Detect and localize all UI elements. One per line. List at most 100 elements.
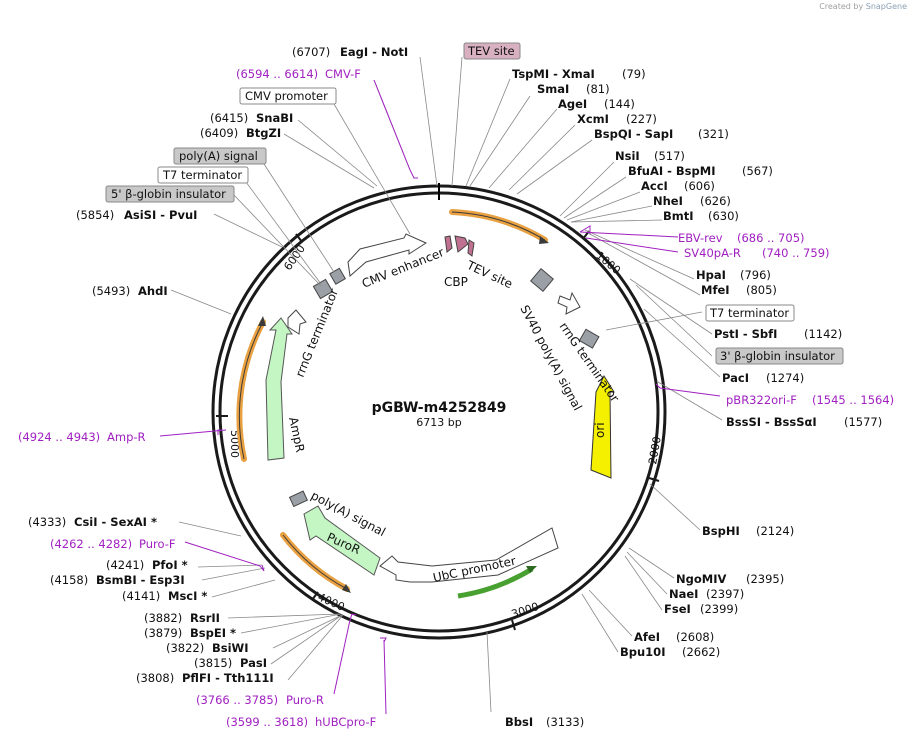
pflfi-label: PflFI - Tth111I	[182, 671, 274, 685]
globin-5-box	[312, 278, 334, 300]
ori-arrow	[590, 374, 615, 479]
bsiwi-num: (3822)	[166, 641, 204, 655]
agei-label: AgeI	[558, 97, 587, 111]
bsssi-label: BssSI - BssSαI	[726, 415, 817, 429]
polya-box-top	[329, 267, 347, 285]
label-ori: ori	[593, 422, 607, 438]
polya-box-bottom	[288, 490, 309, 508]
polya-signal-box	[173, 147, 267, 165]
rsrii-num: (3882)	[144, 611, 182, 625]
bbsi-num: (3133)	[546, 715, 584, 729]
hpai-num: (796)	[740, 268, 771, 282]
nsii-num: (517)	[654, 149, 685, 163]
orf-arc-top	[449, 209, 548, 243]
cmv-f-label: CMV-F	[325, 67, 361, 81]
paci-label: PacI	[722, 371, 749, 385]
orf-arrowheads	[258, 236, 549, 593]
xcmi-num: (227)	[626, 112, 657, 126]
bbsi-label: BbsI	[505, 715, 533, 729]
puror-arrow	[303, 505, 381, 576]
polya-signal-label: poly(A) signal	[179, 149, 258, 163]
cmv-enhancer-arrow	[347, 233, 428, 277]
tspmi-label: TspMI - XmaI	[512, 67, 595, 81]
ahdi-num: (5493)	[92, 284, 130, 298]
globin-3-box	[578, 328, 600, 349]
t7-terminator-left-box	[157, 166, 249, 184]
smai-num: (81)	[586, 82, 610, 96]
bmti-num: (630)	[708, 209, 739, 223]
sv40pa-r-label: SV40pA-R	[684, 246, 741, 260]
rsrii-label: RsrII	[190, 611, 220, 625]
acci-num: (606)	[684, 179, 715, 193]
csii-num: (4333)	[28, 515, 66, 529]
smai-label: SmaI	[537, 82, 569, 96]
asisi-pvui-label: AsiSI - PvuI	[124, 208, 197, 222]
naei-num: (2397)	[706, 587, 744, 601]
mfei-num: (805)	[746, 283, 777, 297]
label-ampr: AmpR	[286, 416, 307, 454]
globin-5-box-label	[105, 185, 235, 203]
tev-site-label: TEV site	[467, 44, 515, 58]
puro-r-label: Puro-R	[286, 693, 324, 707]
tev-feature-1	[454, 235, 469, 253]
bspei-label: BspEI *	[190, 626, 236, 640]
leader-lines	[170, 56, 723, 713]
bsiwi-label: BsiWI	[212, 641, 249, 655]
snabi-num: (6415)	[210, 111, 248, 125]
amp-r-num: (4924 .. 4943)	[18, 430, 100, 444]
psti-num: (1142)	[804, 327, 842, 341]
xcmi-label: XcmI	[577, 112, 609, 126]
puro-f-label: Puro-F	[139, 537, 176, 551]
nhei-label: NheI	[653, 194, 683, 208]
puro-r-num: (3766 .. 3785)	[196, 693, 278, 707]
nsii-label: NsiI	[615, 149, 640, 163]
ebv-rev-num: (686 .. 705)	[737, 231, 805, 245]
plasmid-name: pGBW-m4252849	[372, 400, 507, 416]
rrng-terminator-arrow	[557, 291, 581, 315]
pbr322ori-f-num: (1545 .. 1564)	[812, 393, 894, 407]
ubc-arc-head	[526, 566, 537, 573]
msci-num: (4141)	[122, 589, 160, 603]
afei-num: (2608)	[676, 630, 714, 644]
t7-terminator-right-label: T7 terminator	[709, 306, 789, 320]
cmv-promoter-label: CMV promoter	[245, 89, 328, 103]
hubcpro-f-label: hUBCpro-F	[315, 715, 376, 729]
bspqi-num: (321)	[698, 127, 729, 141]
features	[265, 233, 615, 583]
ampr-arrow	[265, 317, 293, 461]
btgzi-num: (6409)	[200, 126, 238, 140]
label-cbp: CBP	[444, 275, 468, 289]
credit-prefix: Created by	[819, 2, 864, 11]
btgzi-label: BtgZI	[246, 126, 281, 140]
snapgene-credit: Created by SnapGene	[819, 2, 907, 11]
plasmid-size: 6713 bp	[416, 416, 461, 429]
afei-label: AfeI	[634, 630, 660, 644]
rrng-terminator-arrow-left	[287, 309, 307, 335]
acci-label: AccI	[641, 179, 668, 193]
tev-site-box	[463, 42, 521, 60]
mfei-label: MfeI	[701, 283, 730, 297]
ngomiv-num: (2395)	[746, 572, 784, 586]
globin-5-label: 5' β-globin insulator	[111, 187, 226, 201]
puro-f-num: (4262 .. 4282)	[50, 537, 132, 551]
naei-label: NaeI	[669, 587, 698, 601]
bpu10i-num: (2662)	[682, 645, 720, 659]
bsphi-num: (2124)	[756, 524, 794, 538]
pflfi-num: (3808)	[136, 671, 174, 685]
tev-feature-2	[467, 239, 475, 257]
pasi-label: PasI	[240, 656, 267, 670]
bspqi-label: BspQI - SapI	[594, 127, 673, 141]
bsssi-num: (1577)	[844, 415, 882, 429]
hubcpro-f-num: (3599 .. 3618)	[226, 715, 308, 729]
t7-terminator-left-label: T7 terminator	[162, 168, 242, 182]
agei-num: (144)	[604, 97, 635, 111]
bfuai-num: (567)	[742, 164, 773, 178]
tick-label-2000: 2000	[646, 436, 664, 466]
cmv-f-num: (6594 .. 6614)	[236, 67, 318, 81]
paci-num: (1274)	[766, 371, 804, 385]
t7-terminator-right-box	[705, 304, 795, 322]
pbr322ori-f-label: pBR322ori-F	[726, 393, 797, 407]
sv40pa-r-num: (740 .. 759)	[762, 246, 830, 260]
amp-r-label: Amp-R	[107, 430, 146, 444]
